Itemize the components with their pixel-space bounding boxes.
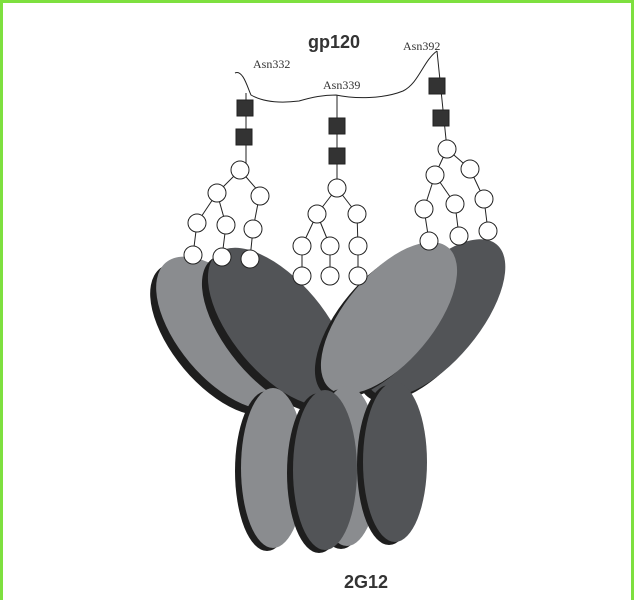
mannose-icon (188, 214, 206, 232)
mannose-icon (241, 250, 259, 268)
mannose-icon (244, 220, 262, 238)
site-label-asn392: Asn392 (403, 39, 440, 53)
mannose-icon (348, 205, 366, 223)
mannose-icon (321, 267, 339, 285)
mannose-icon (293, 267, 311, 285)
mannose-icon (308, 205, 326, 223)
glycan-asn332 (184, 93, 269, 268)
fc-right-dark (363, 382, 427, 542)
mannose-icon (217, 216, 235, 234)
mannose-icon (461, 160, 479, 178)
mannose-icon (213, 248, 231, 266)
mannose-icon (450, 227, 468, 245)
core-sugar-icon (429, 78, 445, 94)
mannose-icon (479, 222, 497, 240)
site-label-asn332: Asn332 (253, 57, 290, 71)
antibody-label: 2G12 (344, 572, 388, 592)
mannose-icon (349, 237, 367, 255)
core-sugar-icon (237, 100, 253, 116)
mannose-icon (349, 267, 367, 285)
mannose-icon (231, 161, 249, 179)
glycan-asn392 (415, 51, 497, 250)
core-sugar-icon (433, 110, 449, 126)
antibody-2g12 (125, 216, 531, 553)
gp120-2g12-diagram: gp120 2G12 Asn332 Asn339 Asn392 (3, 3, 634, 603)
mannose-icon (415, 200, 433, 218)
mannose-icon (208, 184, 226, 202)
fc-center-dark (293, 390, 357, 550)
core-sugar-icon (236, 129, 252, 145)
mannose-icon (184, 246, 202, 264)
mannose-icon (475, 190, 493, 208)
gp120-title: gp120 (308, 32, 360, 52)
core-sugar-icon (329, 148, 345, 164)
core-sugar-icon (329, 118, 345, 134)
mannose-icon (420, 232, 438, 250)
mannose-icon (251, 187, 269, 205)
mannose-icon (293, 237, 311, 255)
site-label-asn339: Asn339 (323, 78, 360, 92)
mannose-icon (328, 179, 346, 197)
mannose-icon (446, 195, 464, 213)
mannose-icon (426, 166, 444, 184)
glycan-asn339 (293, 95, 367, 285)
mannose-icon (438, 140, 456, 158)
mannose-icon (321, 237, 339, 255)
